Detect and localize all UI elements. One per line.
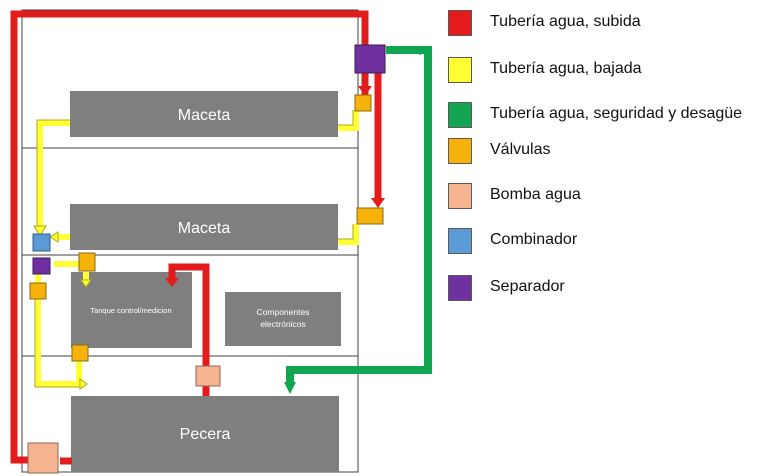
- valve: [354, 94, 372, 112]
- tank-label: Tanque control/medicion: [90, 306, 171, 315]
- drain-pipe-arrow: [419, 46, 432, 55]
- legend-item: Tubería agua, subida: [448, 10, 760, 38]
- valve: [71, 344, 89, 362]
- return-pipe-arrow: [80, 279, 92, 288]
- legend-label: Bomba agua: [490, 186, 581, 203]
- pump: [27, 442, 59, 474]
- legend-label: Tubería agua, bajada: [490, 60, 642, 77]
- legend-swatch: [448, 102, 472, 128]
- return-pipe-outline: [34, 110, 354, 388]
- legend-item: Separador: [448, 275, 760, 303]
- supply-pipe-arrow: [358, 86, 372, 96]
- supply-pipe: [10, 10, 382, 465]
- combiner: [32, 233, 51, 252]
- legend-label: Válvulas: [490, 141, 551, 158]
- planter-bottom-block: [70, 204, 338, 250]
- legend-label: Separador: [490, 278, 565, 295]
- splitter-left: [32, 257, 51, 275]
- planter-top-label: Maceta: [178, 107, 231, 124]
- valve: [78, 252, 96, 272]
- legend-swatch: [448, 228, 472, 254]
- valve: [356, 207, 384, 225]
- valve: [29, 282, 47, 300]
- electronics-label: Componentes electrónicos: [257, 307, 310, 329]
- legend-swatch: [448, 57, 472, 83]
- pump: [195, 365, 221, 387]
- legend-swatch: [448, 275, 472, 301]
- legend-item: Tubería agua, bajada: [448, 57, 760, 85]
- aquarium-block: [71, 396, 339, 472]
- legend-item: Bomba agua: [448, 183, 760, 211]
- return-pipe-arrow: [49, 231, 59, 243]
- planter-top-block: [70, 91, 338, 137]
- electronics-block: [225, 292, 341, 346]
- supply-pipe-arrow: [165, 278, 179, 287]
- legend-label: Combinador: [490, 231, 578, 248]
- legend-item: Válvulas: [448, 138, 760, 166]
- electronics-label-line: electrónicos: [260, 319, 305, 329]
- splitter-top: [354, 44, 386, 74]
- electronics-label-line: Componentes: [257, 307, 310, 317]
- legend-item: Combinador: [448, 228, 760, 256]
- legend-swatch: [448, 138, 472, 164]
- planter-bottom-label: Maceta: [178, 220, 231, 237]
- aquarium-label: Pecera: [180, 426, 231, 443]
- legend-label: Tubería agua, subida: [490, 13, 641, 30]
- return-pipe-arrow: [79, 378, 88, 390]
- legend-swatch: [448, 10, 472, 36]
- legend-swatch: [448, 183, 472, 209]
- return-pipe-arrow: [33, 225, 47, 237]
- drain-pipe-arrow: [284, 382, 296, 394]
- drain-pipe: [286, 46, 432, 384]
- supply-pipe-arrow: [371, 198, 385, 208]
- legend-item: Tubería agua, seguridad y desagüe: [448, 102, 760, 130]
- legend-label: Tubería agua, seguridad y desagüe: [490, 105, 743, 122]
